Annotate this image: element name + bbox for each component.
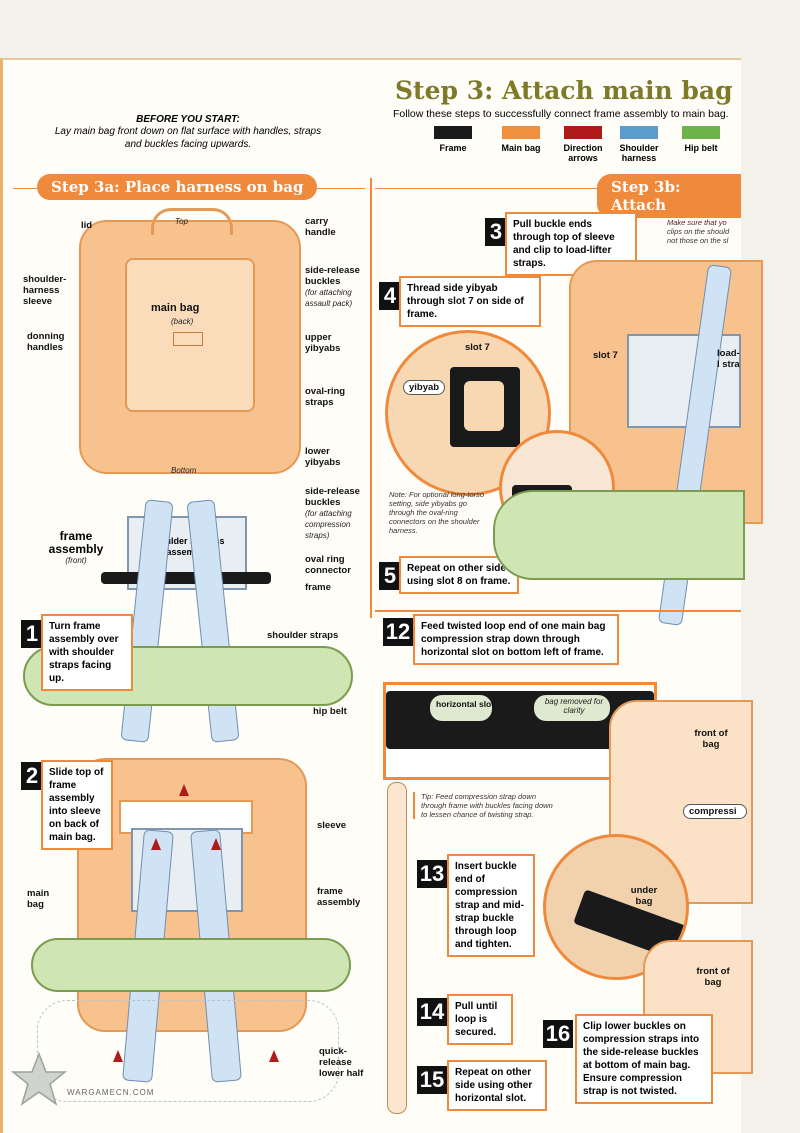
legend-direction-arrows: Direction arrows (559, 126, 607, 163)
label-shoulder-straps: shoulder straps (267, 630, 339, 641)
step3b-title: Step 3b: Attach (597, 174, 741, 218)
step-16-text: Clip lower buckles on compression straps… (575, 1014, 713, 1104)
horizontal-slot-detail: horizontal slot bag removed for clarity (383, 682, 657, 780)
slot-opening (464, 381, 504, 431)
label-top: Top (175, 217, 189, 226)
carry-handle-shape (151, 208, 233, 235)
long-torso-note: Note: For optional long-torso setting, s… (389, 490, 485, 535)
step-15-text: Repeat on other side using other horizon… (447, 1060, 547, 1111)
label-side-release-buckles: side-release buckles(for attaching assau… (305, 265, 360, 308)
step-divider (375, 610, 741, 612)
make-sure-note: Make sure that yo clips on the should no… (667, 218, 730, 245)
label-bottom: Bottom (171, 466, 197, 475)
label-horizontal-slot: horizontal slot (436, 699, 495, 709)
step-5-number: 5 (379, 562, 401, 590)
hip-belt-step2 (31, 938, 351, 992)
step-15-number: 15 (417, 1066, 447, 1094)
label-carry-handle: carry handle (305, 216, 336, 238)
label-frame-assembly-2: frame assembly (317, 886, 361, 908)
step-4-number: 4 (379, 282, 401, 310)
label-bag-removed: bag removed for clarity (544, 697, 604, 715)
label-slot-7: slot 7 (465, 342, 490, 353)
slot-left (430, 695, 492, 721)
label-main-bag-2: main bag (27, 888, 50, 910)
main-bag-illustration (79, 208, 301, 474)
page-title: Step 3: Attach main bag (395, 76, 733, 105)
frame-panel-step3b (627, 334, 741, 428)
section-divider (370, 178, 372, 618)
step-3-number: 3 (485, 218, 507, 246)
step-2-text: Slide top of frame assembly into sleeve … (41, 760, 113, 850)
before-you-start: BEFORE YOU START: Lay main bag front dow… (53, 114, 323, 151)
before-heading: BEFORE YOU START: (136, 114, 240, 125)
label-load-lifter: load-l stra (717, 348, 740, 370)
step3a-title: Step 3a: Place harness on bag (37, 174, 318, 200)
step-5-text: Repeat on other side using slot 8 on fra… (399, 556, 519, 594)
legend-shoulder-harness: Shoulder harness (615, 126, 663, 163)
label-main-bag: main bag (151, 302, 200, 314)
before-text: Lay main bag front down on flat surface … (54, 126, 322, 150)
label-donning-handles: donning handles (27, 331, 65, 353)
frame-bar (101, 572, 271, 584)
watermark-logo: WARGAMECN.COM (9, 1050, 159, 1110)
label-under-bag: under bag (630, 885, 658, 907)
step-14-text: Pull until loop is secured. (447, 994, 513, 1045)
step-13-number: 13 (417, 860, 447, 888)
label-side-release-buckles-2: side-release buckles(for attaching compr… (305, 486, 360, 540)
bag-patch (173, 332, 203, 346)
label-frame-assembly: frame assembly (front) (48, 529, 104, 566)
quick-release-ghost (37, 1000, 339, 1102)
step-2-number: 2 (21, 762, 43, 790)
slot-right (534, 695, 610, 721)
step-13-text: Insert buckle end of compression strap a… (447, 854, 535, 957)
star-icon (10, 1051, 68, 1106)
label-shoulder-harness-sleeve: shoulder-harness sleeve (23, 274, 67, 307)
page-subtitle: Follow these steps to successfully conne… (393, 108, 729, 120)
label-yibyab: yibyab (403, 380, 446, 395)
step-16-number: 16 (543, 1020, 573, 1048)
label-frame: frame (305, 582, 331, 593)
direction-arrow-3 (211, 838, 221, 850)
step3b-rule (375, 188, 741, 189)
direction-arrow-4 (113, 1050, 123, 1062)
label-oval-ring-straps: oval-ring straps (305, 386, 346, 408)
harness-sleeve (125, 258, 255, 412)
label-sleeve: sleeve (317, 820, 347, 831)
step-1-text: Turn frame assembly over with shoulder s… (41, 614, 133, 691)
label-oval-ring-connector: oval ring connector (305, 554, 351, 576)
label-lower-yibyabs: lower yibyabs (305, 446, 341, 468)
label-back: (back) (171, 317, 194, 326)
tip-note: Tip: Feed compression strap down through… (413, 792, 557, 819)
step-4-text: Thread side yibyab through slot 7 on sid… (399, 276, 541, 327)
label-quick-release: quick-release lower half (319, 1046, 364, 1079)
color-legend: Frame Main bag Direction arrows Shoulder… (423, 126, 731, 163)
watermark-text: WARGAMECN.COM (67, 1088, 155, 1097)
legend-hip-belt: Hip belt (671, 126, 731, 163)
step-14-number: 14 (417, 998, 447, 1026)
label-lid: lid (81, 220, 93, 231)
hip-belt-step3b (493, 490, 745, 580)
label-hip-belt: hip belt (313, 706, 347, 717)
label-shoulder-harness-assembly: shoulder harness assembly (149, 536, 225, 557)
direction-arrow-5 (269, 1050, 279, 1062)
step-12-number: 12 (383, 618, 413, 646)
label-slot-7-b: slot 7 (593, 350, 618, 361)
label-front-of-bag-2: front of bag (696, 966, 730, 988)
direction-arrow-2 (151, 838, 161, 850)
instruction-sheet: Step 3: Attach main bag Follow these ste… (0, 58, 763, 1133)
direction-arrow (179, 784, 189, 796)
step-12-text: Feed twisted loop end of one main bag co… (413, 614, 619, 665)
compression-strap (387, 782, 407, 1114)
step-1-number: 1 (21, 620, 43, 648)
label-upper-yibyabs: upper yibyabs (305, 332, 341, 354)
legend-main-bag: Main bag (491, 126, 551, 163)
legend-frame: Frame (423, 126, 483, 163)
label-front-of-bag: front of bag (694, 728, 728, 750)
label-compression: compressi (683, 804, 747, 819)
